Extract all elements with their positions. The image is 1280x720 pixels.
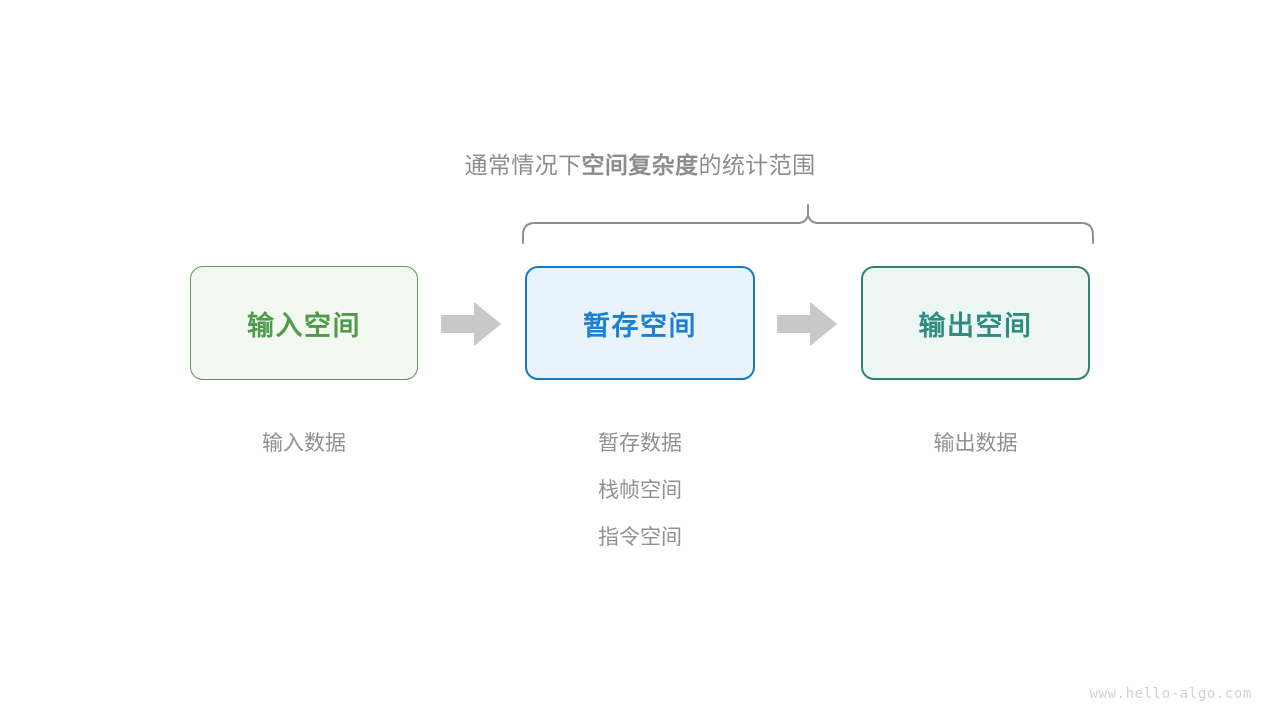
caption-line: 暂存数据	[598, 432, 682, 455]
caption-temp-space: 暂存数据 栈帧空间 指令空间	[525, 420, 755, 561]
box-input-space: 输入空间	[190, 266, 418, 380]
caption-line: 输出数据	[933, 432, 1018, 455]
box-temp-space-label: 暂存空间	[583, 310, 697, 341]
caption-line: 输入数据	[262, 432, 346, 455]
arrow-right-icon	[777, 302, 837, 346]
caption-output-space: 输出数据	[861, 420, 1090, 467]
scope-brace	[510, 196, 1106, 256]
scope-caption-prefix: 通常情况下	[464, 152, 582, 178]
scope-caption-suffix: 的统计范围	[698, 152, 816, 178]
caption-line: 指令空间	[598, 526, 682, 549]
arrow-right-icon	[441, 302, 501, 346]
scope-caption: 通常情况下空间复杂度的统计范围	[0, 146, 1280, 180]
scope-caption-emphasis: 空间复杂度	[581, 152, 699, 178]
box-temp-space: 暂存空间	[525, 266, 755, 380]
watermark: www.hello-algo.com	[1089, 686, 1252, 702]
box-output-space: 输出空间	[861, 266, 1090, 380]
box-output-space-label: 输出空间	[918, 310, 1033, 341]
box-input-space-label: 输入空间	[247, 310, 361, 341]
caption-line: 栈帧空间	[598, 479, 682, 502]
caption-input-space: 输入数据	[190, 420, 418, 467]
